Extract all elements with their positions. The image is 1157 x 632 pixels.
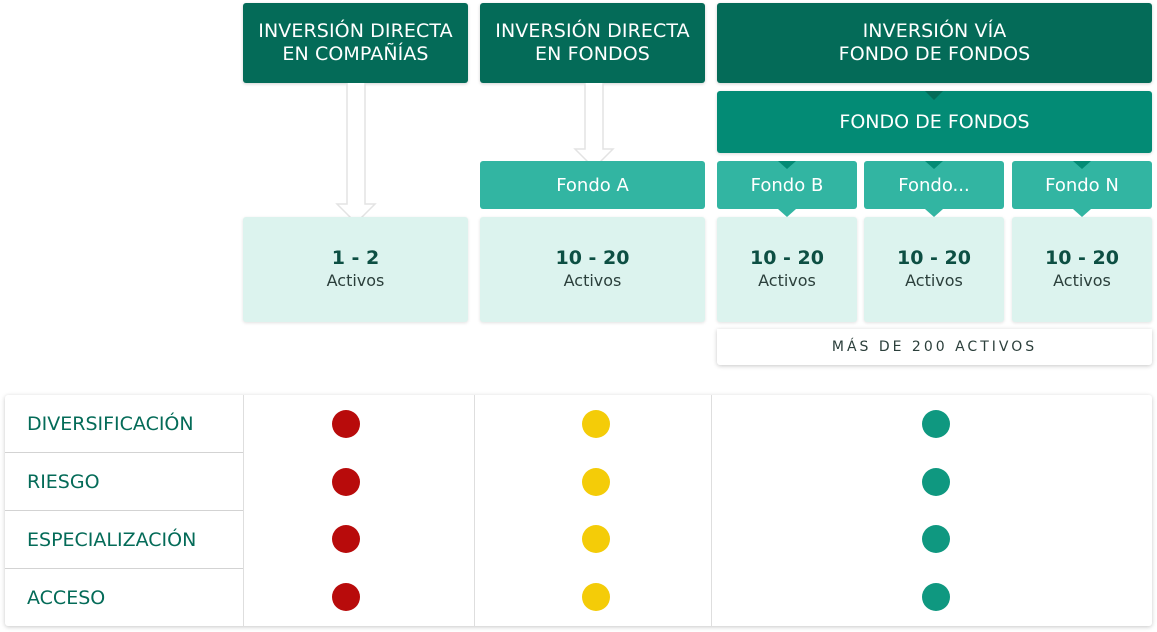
criterion-label: ESPECIALIZACIÓN xyxy=(27,528,197,551)
rating-dot-red xyxy=(332,468,360,496)
header-fund-of-funds: INVERSIÓN VÍA FONDO DE FONDOS xyxy=(717,3,1152,83)
rating-dot-yellow xyxy=(582,410,610,438)
notch-b-to-assets xyxy=(778,209,796,217)
arrow-companies-to-assets xyxy=(335,83,377,225)
rating-dot-red xyxy=(332,410,360,438)
assets-box-funds: 10 - 20 Activos xyxy=(480,217,705,322)
fund-box-ellipsis: Fondo... xyxy=(864,161,1004,209)
rating-dot-yellow xyxy=(582,525,610,553)
header-direct-companies-line1: INVERSIÓN DIRECTA xyxy=(258,20,453,42)
rating-dot-yellow xyxy=(582,468,610,496)
header-direct-companies-line2: EN COMPAÑÍAS xyxy=(282,43,429,65)
rating-dot-green xyxy=(922,410,950,438)
rating-dot-green xyxy=(922,583,950,611)
row-divider xyxy=(5,510,243,511)
header-direct-funds-line2: EN FONDOS xyxy=(535,43,650,65)
column-divider xyxy=(711,395,712,626)
fund-box-n: Fondo N xyxy=(1012,161,1152,209)
arrow-funds-to-fondo-a xyxy=(573,83,615,170)
rating-dot-red xyxy=(332,525,360,553)
assets-box-companies: 1 - 2 Activos xyxy=(243,217,468,322)
header-direct-companies: INVERSIÓN DIRECTA EN COMPAÑÍAS xyxy=(243,3,468,83)
criterion-label: ACCESO xyxy=(27,586,106,609)
assets-box-fondo-ellipsis: 10 - 20 Activos xyxy=(864,217,1004,322)
assets-box-fondo-b: 10 - 20 Activos xyxy=(717,217,857,322)
fund-of-funds-bar: FONDO DE FONDOS xyxy=(717,91,1152,153)
rating-dot-yellow xyxy=(582,583,610,611)
header-direct-funds-line1: INVERSIÓN DIRECTA xyxy=(495,20,690,42)
notch-fof-to-ellipsis xyxy=(925,161,943,169)
assets-unit: Activos xyxy=(563,271,622,290)
header-fof-line1: INVERSIÓN VÍA xyxy=(862,20,1007,42)
notch-header-to-fof xyxy=(925,91,943,100)
comparison-table: DIVERSIFICACIÓN RIESGO ESPECIALIZACIÓN A… xyxy=(5,395,1152,626)
assets-value: 10 - 20 xyxy=(897,247,971,269)
rating-dot-green xyxy=(922,525,950,553)
notch-fof-to-n xyxy=(1073,161,1091,169)
header-direct-funds: INVERSIÓN DIRECTA EN FONDOS xyxy=(480,3,705,83)
column-divider xyxy=(243,395,244,626)
fund-box-b: Fondo B xyxy=(717,161,857,209)
assets-value: 10 - 20 xyxy=(555,247,630,269)
assets-value: 10 - 20 xyxy=(1045,247,1119,269)
rating-dot-green xyxy=(922,468,950,496)
assets-unit: Activos xyxy=(758,271,816,290)
assets-value: 10 - 20 xyxy=(750,247,824,269)
fund-box-a: Fondo A xyxy=(480,161,705,209)
criterion-label: DIVERSIFICACIÓN xyxy=(27,412,194,435)
assets-value: 1 - 2 xyxy=(331,247,380,269)
notch-ellipsis-to-assets xyxy=(925,209,943,217)
header-fof-line2: FONDO DE FONDOS xyxy=(838,43,1031,65)
row-divider xyxy=(5,452,243,453)
assets-unit: Activos xyxy=(905,271,963,290)
assets-box-fondo-n: 10 - 20 Activos xyxy=(1012,217,1152,322)
total-assets-label: MÁS DE 200 ACTIVOS xyxy=(717,329,1152,365)
column-divider xyxy=(474,395,475,626)
row-divider xyxy=(5,568,243,569)
assets-unit: Activos xyxy=(326,271,385,290)
rating-dot-red xyxy=(332,583,360,611)
assets-unit: Activos xyxy=(1053,271,1111,290)
notch-fof-to-b xyxy=(778,161,796,169)
criterion-label: RIESGO xyxy=(27,470,100,493)
notch-n-to-assets xyxy=(1073,209,1091,217)
